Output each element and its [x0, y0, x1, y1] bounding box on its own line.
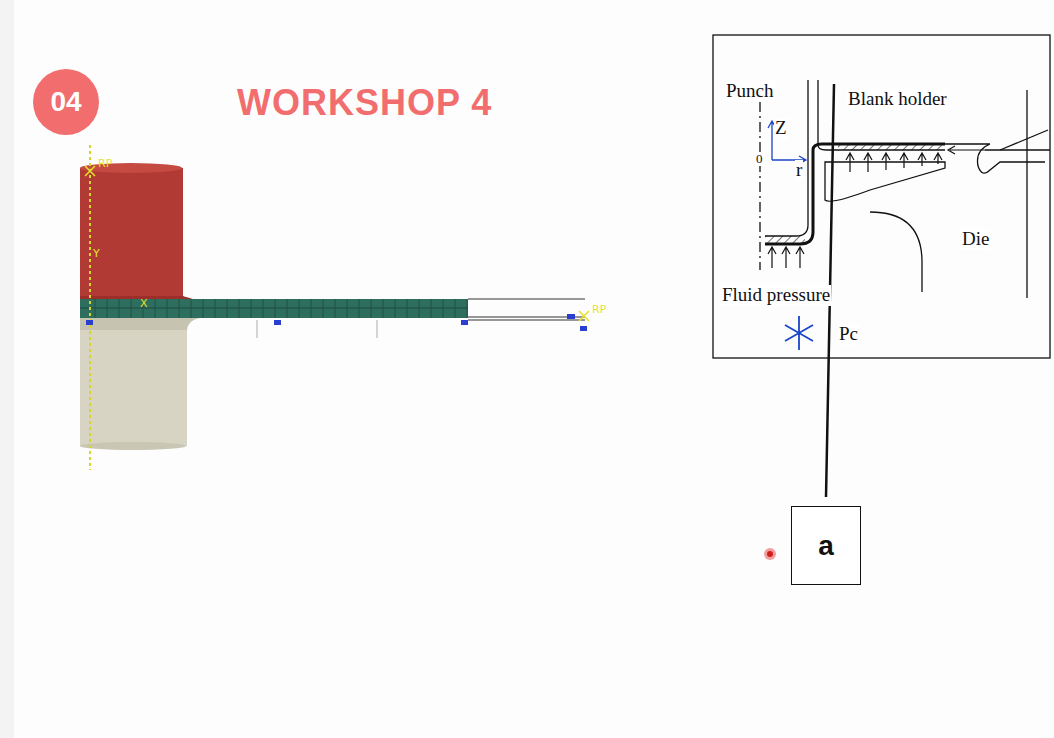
fe-model	[80, 145, 589, 470]
model-label: RP	[98, 158, 112, 170]
schematic	[713, 35, 1050, 358]
callout-box: a	[791, 506, 861, 585]
model-label: X	[140, 298, 148, 310]
part-label: Die	[961, 229, 990, 250]
node-text: a	[818, 530, 834, 562]
part-label: 0	[755, 152, 764, 166]
section-badge: 04	[33, 69, 99, 135]
model-label: Y	[93, 248, 100, 260]
part-label: Punch	[725, 81, 775, 102]
node-text: 04	[50, 86, 81, 118]
part-label: Pc	[838, 324, 859, 345]
part-label: Z	[774, 118, 788, 139]
part-label: r	[795, 160, 803, 181]
part-label: Fluid pressure	[721, 285, 831, 306]
part-label: Blank holder	[847, 89, 948, 110]
title: WORKSHOP 4	[237, 82, 492, 124]
model-label: RP	[592, 304, 606, 316]
